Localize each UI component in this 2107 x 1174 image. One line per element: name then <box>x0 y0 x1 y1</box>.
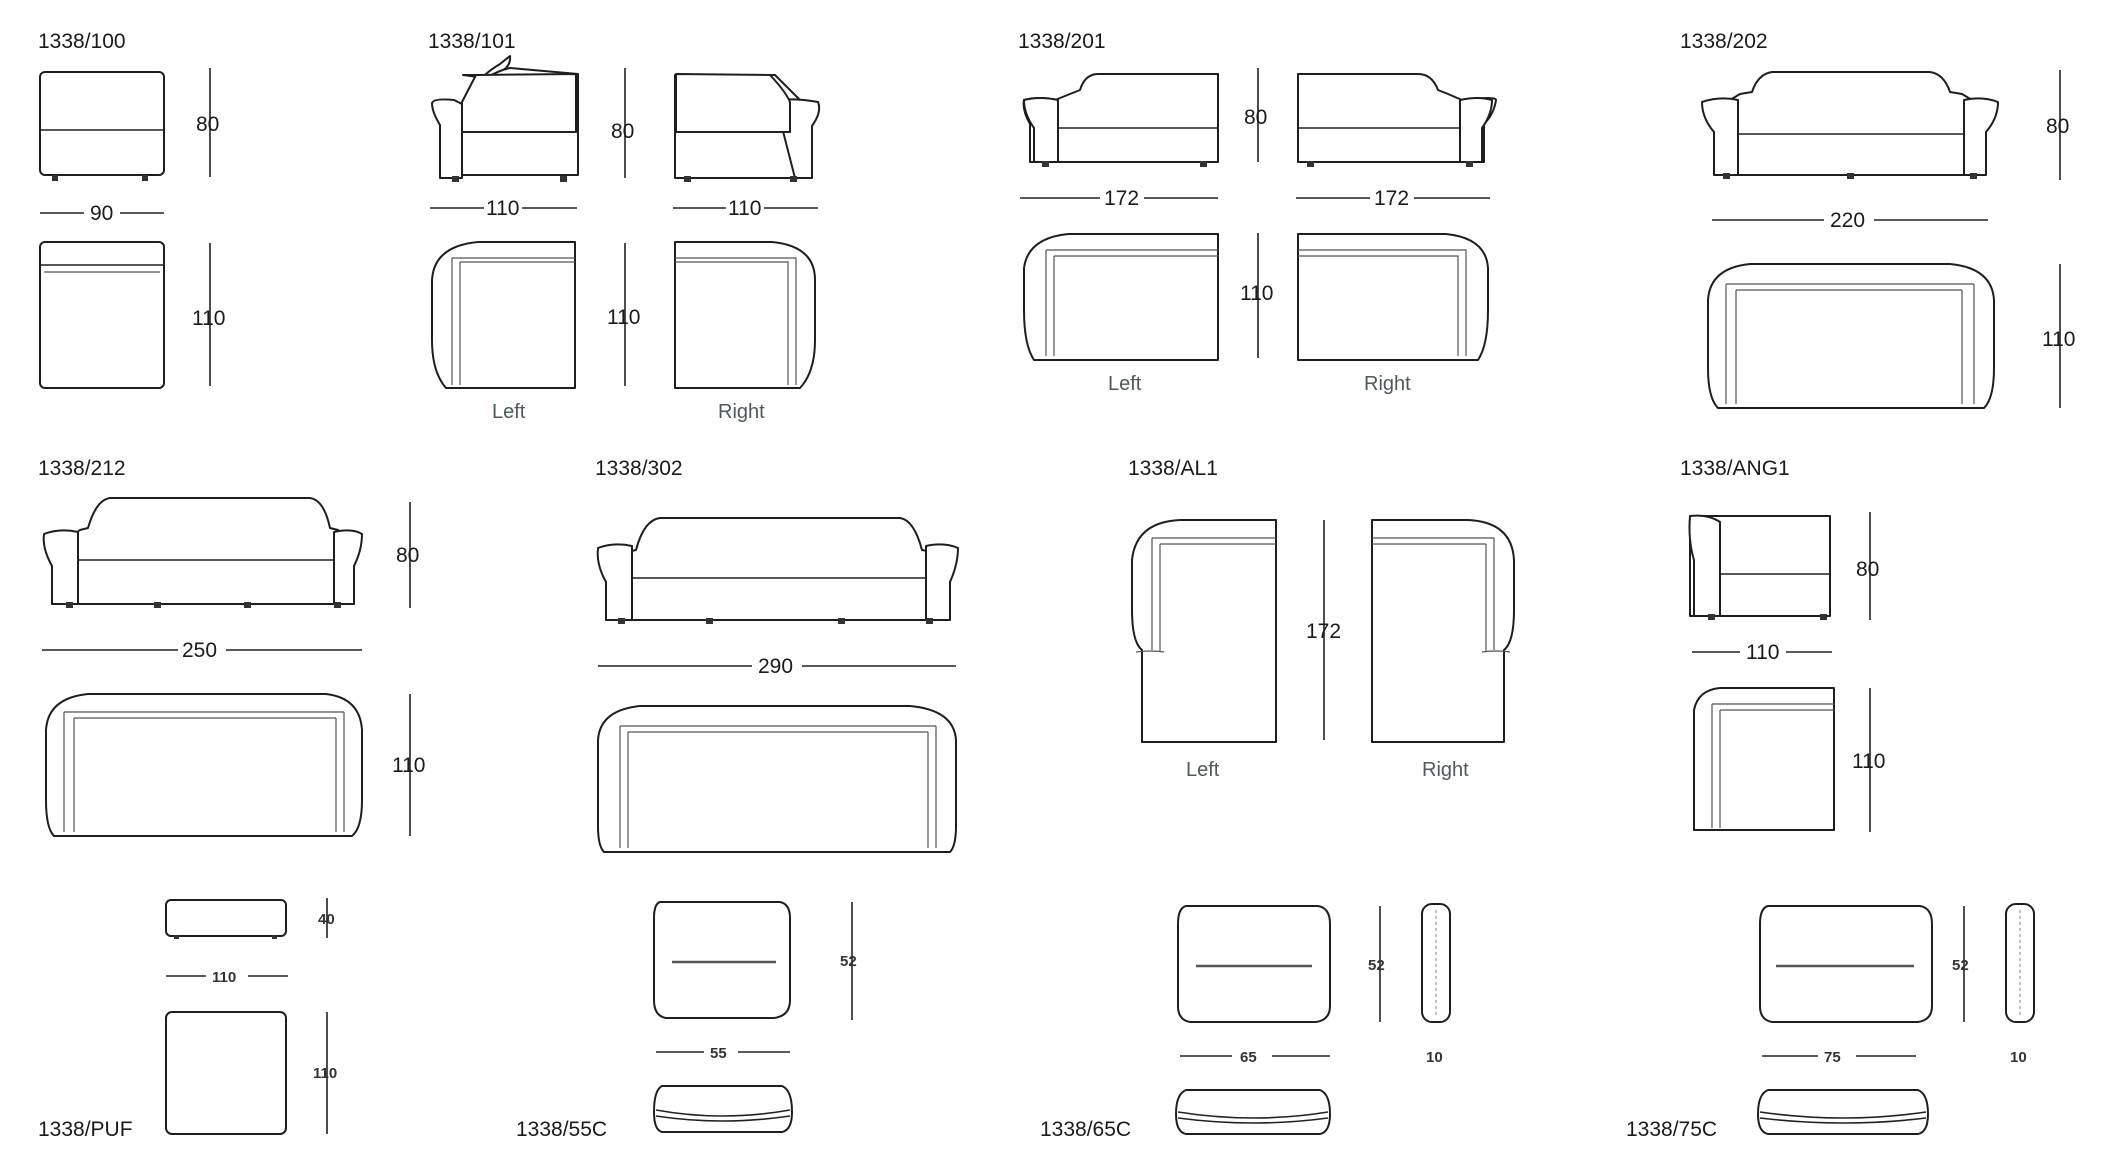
left-label: Left <box>1108 373 1142 395</box>
cushion-side-view <box>1175 1089 1331 1135</box>
width-left-dimension: 110 <box>486 197 519 220</box>
model-1338-65C: 52 65 10 1338/65C <box>1040 903 1451 1141</box>
top-view-right <box>674 241 816 389</box>
top-view-left <box>1023 233 1219 361</box>
model-1338-75C: 52 75 10 1338/75C <box>1626 903 2035 1141</box>
top-view <box>1707 263 1995 409</box>
top-view-left <box>431 241 576 389</box>
model-code: 1338/101 <box>428 30 516 53</box>
model-1338-302: 1338/302 290 <box>595 457 959 853</box>
height-dimension: 80 <box>611 120 634 143</box>
width-dimension: 55 <box>710 1045 727 1062</box>
model-1338-ANG1: 1338/ANG1 80 110 110 <box>1680 457 1885 832</box>
height-dimension: 80 <box>196 113 219 136</box>
width-dimension: 290 <box>758 655 793 678</box>
width-left-dimension: 172 <box>1104 187 1139 210</box>
width-dimension: 75 <box>1824 1049 1841 1066</box>
height-dimension: 52 <box>1368 957 1385 974</box>
right-label: Right <box>1422 759 1469 781</box>
top-view-right <box>1297 233 1489 361</box>
width-dimension: 90 <box>90 202 113 225</box>
left-label: Left <box>492 401 526 423</box>
depth-dimension: 110 <box>1240 282 1273 305</box>
model-1338-AL1: 1338/AL1 172 Left Right <box>1128 457 1515 781</box>
depth-dimension: 110 <box>192 307 225 330</box>
top-view <box>39 241 165 389</box>
width-right-dimension: 110 <box>728 197 761 220</box>
front-view-left <box>1022 73 1219 167</box>
model-code: 1338/ANG1 <box>1680 457 1790 480</box>
thickness-dimension: 10 <box>1426 1049 1443 1066</box>
width-dimension: 65 <box>1240 1049 1257 1066</box>
model-code: 1338/75C <box>1626 1118 1717 1141</box>
cushion-thickness-view <box>1421 903 1451 1023</box>
thickness-dimension: 10 <box>2010 1049 2027 1066</box>
front-view <box>42 497 363 608</box>
width-dimension: 220 <box>1830 209 1865 232</box>
right-label: Right <box>1364 373 1411 395</box>
height-dimension: 80 <box>2046 115 2069 138</box>
model-code: 1338/202 <box>1680 30 1768 53</box>
model-1338-55C: 52 55 1338/55C <box>516 901 857 1141</box>
top-view <box>165 1011 287 1135</box>
width-dimension: 110 <box>1746 641 1779 664</box>
height-dimension: 40 <box>318 911 335 928</box>
front-view <box>1177 905 1331 1023</box>
top-view-left <box>1131 519 1277 743</box>
front-view <box>1701 71 1999 179</box>
height-dimension: 52 <box>1952 957 1969 974</box>
height-dimension: 80 <box>396 544 419 567</box>
top-view <box>597 705 957 853</box>
model-1338-100: 1338/100 80 90 110 <box>38 30 225 389</box>
model-code: 1338/302 <box>595 457 683 480</box>
height-dimension: 52 <box>840 953 857 970</box>
length-dimension: 172 <box>1306 620 1341 643</box>
model-code: 1338/201 <box>1018 30 1106 53</box>
front-view <box>39 71 165 181</box>
model-code: 1338/65C <box>1040 1118 1131 1141</box>
model-1338-PUF: 40 110 110 1338/PUF <box>38 898 337 1141</box>
model-1338-202: 1338/202 80 220 110 <box>1680 30 2075 409</box>
front-view-left <box>431 55 579 182</box>
model-1338-101: 1338/101 80 110 110 <box>428 30 821 423</box>
model-1338-212: 1338/212 80 250 110 <box>38 457 425 837</box>
top-view <box>1693 687 1835 831</box>
front-view <box>165 899 287 939</box>
width-dimension: 110 <box>212 969 236 986</box>
depth-dimension: 110 <box>2042 328 2075 351</box>
depth-dimension: 110 <box>392 754 425 777</box>
cushion-side-view <box>1757 1089 1929 1135</box>
cushion-side-view <box>653 1085 793 1133</box>
width-dimension: 250 <box>182 639 217 662</box>
width-right-dimension: 172 <box>1374 187 1409 210</box>
depth-dimension: 110 <box>313 1065 337 1082</box>
depth-dimension: 110 <box>607 306 640 329</box>
model-code: 1338/212 <box>38 457 126 480</box>
front-view <box>1688 514 1831 620</box>
front-view-right <box>674 73 821 182</box>
front-view <box>653 901 791 1019</box>
right-label: Right <box>718 401 765 423</box>
top-view-right <box>1371 519 1515 743</box>
height-dimension: 80 <box>1856 558 1879 581</box>
depth-dimension: 110 <box>1852 750 1885 773</box>
front-view-right <box>1297 73 1497 167</box>
front-view <box>1759 905 1933 1023</box>
model-code: 1338/PUF <box>38 1118 133 1141</box>
height-dimension: 80 <box>1244 106 1267 129</box>
top-view <box>45 693 363 837</box>
model-code: 1338/55C <box>516 1118 607 1141</box>
cushion-thickness-view <box>2005 903 2035 1023</box>
front-view <box>596 517 959 624</box>
model-code: 1338/100 <box>38 30 126 53</box>
model-1338-201: 1338/201 80 172 172 110 Left Rig <box>1018 30 1497 395</box>
left-label: Left <box>1186 759 1220 781</box>
model-code: 1338/AL1 <box>1128 457 1218 480</box>
